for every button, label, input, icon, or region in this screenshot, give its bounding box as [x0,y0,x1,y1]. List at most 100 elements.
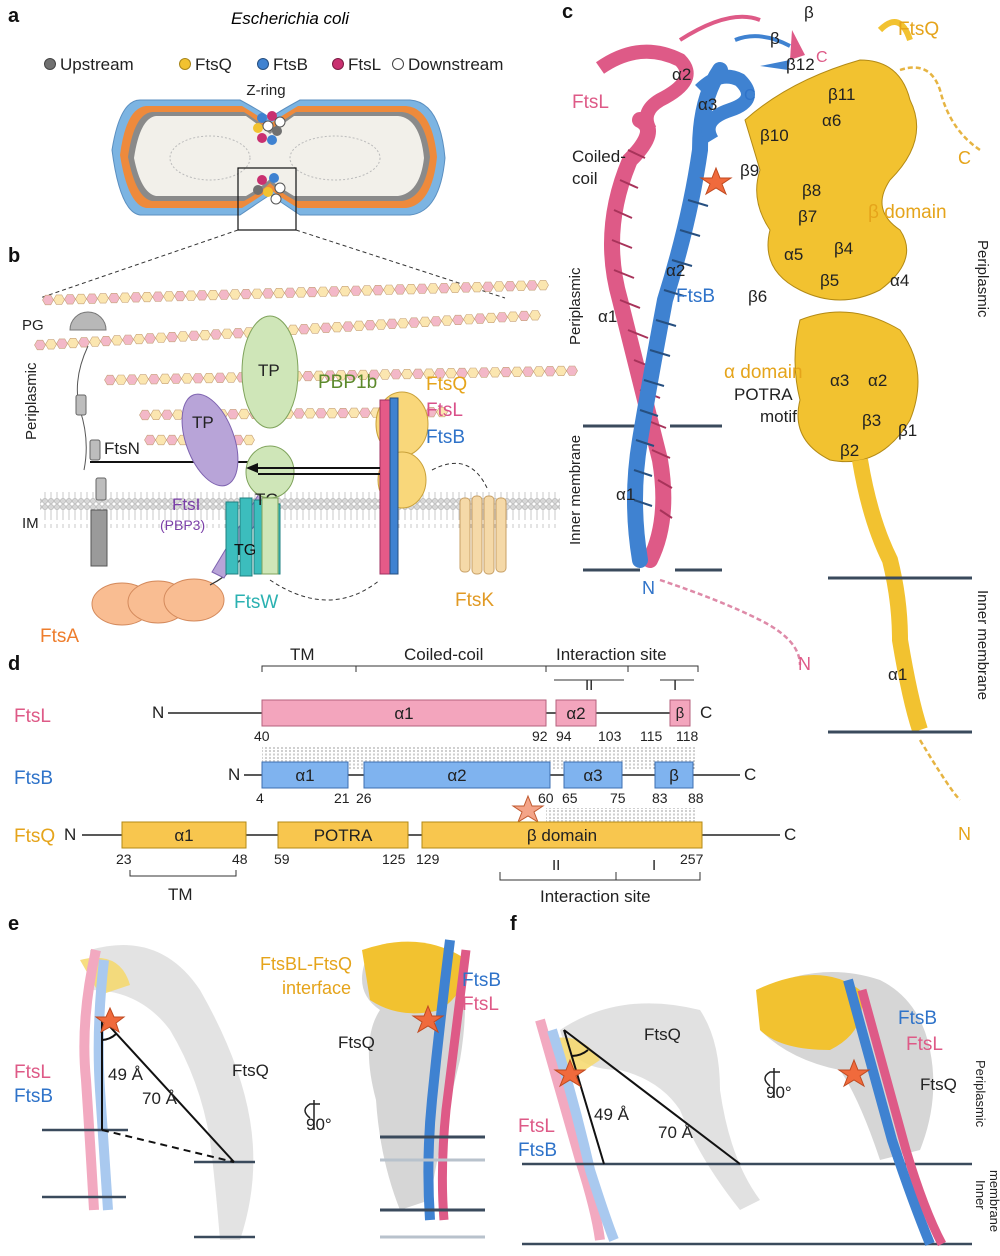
pg-hexagon [555,365,567,377]
ftsq-potra-box [277,821,409,849]
label-ftsq-a1: α1 [888,665,907,684]
membrane-label-f: membrane [987,1170,1000,1232]
ftsk: FtsK [455,495,507,611]
interface-label-2: interface [282,978,351,998]
ftsb-n: N [228,765,240,784]
pg-hexagon [221,328,233,339]
ftsl-helix [595,14,805,666]
pg-hexagon [196,290,208,301]
motif-label: motif [760,407,797,426]
pg-hexagon [130,292,142,303]
ftsl-a1-box [261,699,547,727]
pg-hexagon [335,370,347,381]
pg-hexagon [383,284,395,295]
pg-hexagon [526,280,538,291]
rotation-label-f: 90° [766,1083,792,1102]
beta-domain-label: β domain [868,202,947,223]
periplasmic-label-c: Periplasmic [567,267,584,345]
pg-hexagon [445,368,457,379]
label-b3: β3 [862,411,881,430]
legend-label-ftsb: FtsB [273,55,308,74]
pg-hexagon [293,408,305,419]
ftsb-beta-label: β [669,766,679,785]
ftsb-num-75: 75 [610,790,626,806]
pg-hexagon [438,283,450,294]
pg-hexagon [353,320,365,331]
dist-49-f: 49 Å [594,1105,630,1124]
n-term-ftsl: N [798,654,811,674]
ftsw-tg-label: TG [234,542,256,559]
interface-label-1: FtsBL-FtsQ [260,954,352,974]
ftsl-ribbon-e2 [437,949,471,1221]
ftsb-ribbon-f1 [547,1028,619,1242]
tm-label-bottom: TM [168,885,193,904]
label-b10: β10 [760,126,789,145]
pg-hexagon [152,291,164,302]
ftsq-label-f: FtsQ [644,1025,681,1044]
pg-hexagon [192,373,204,384]
legend-dot-upstream [44,58,56,70]
pg-hexagon [306,286,318,298]
pg-hexagon [436,406,448,418]
ftsq-num-129: 129 [416,851,440,867]
pg-hexagon [456,367,468,379]
pg-hexagon [357,369,369,381]
pg-hexagon [337,407,349,419]
pg-hexagon [364,320,376,331]
pg-hexagon [185,290,197,301]
ftsl-label-f: FtsL [518,1116,555,1137]
pg-hexagon [119,292,131,303]
ftsb-ribbon-e2 [423,939,455,1221]
ftsl-beta-label: β [676,705,685,722]
pg-hexagon [174,290,186,302]
pg-hexagon [485,312,497,324]
panel-f: f FtsQ FtsL FtsB 49 Å 70 Å 90° FtsB FtsL… [510,913,1000,1247]
pg-hexagon [507,311,519,322]
pg-hexagon [504,281,516,292]
pg-hexagon [463,314,475,325]
pg-hexagon [533,366,545,377]
rotation-label-e: 90° [306,1115,332,1134]
ftsqlb-complex: FtsQ FtsL FtsB [246,374,467,575]
pg-hexagon [320,322,332,333]
ftsl-ribbon-f2 [857,988,946,1247]
pg-hexagon [515,280,527,291]
pg-hexagon [359,407,371,418]
ftsi-tp-label: TP [192,413,214,432]
pg-hexagon [284,287,296,298]
peptidoglycan-strands [34,280,578,446]
pg-hexagon [467,367,479,378]
ftsl-a2-box [555,699,597,727]
pg-hexagon [348,407,360,419]
ftsl-a1-label: α1 [394,704,413,723]
species-title: Escherichia coli [231,9,350,28]
pg-hexagon [339,285,351,297]
pg-hexagon [394,284,406,295]
ftsb-label-f2: FtsB [898,1008,937,1029]
pg-hexagon [474,313,486,324]
label-b9: β9 [740,161,759,180]
coiled-label-2: coil [572,169,598,188]
interaction-site-label-top: Interaction site [556,645,667,664]
label-ftsb-a3: α3 [698,95,717,114]
c-term-ftsq: C [958,148,971,168]
distance-triangle-e [101,1017,235,1163]
ftsl-num-40: 40 [254,728,270,744]
panel-d: d TM Coiled-coil Interaction site II I F… [8,645,796,906]
ftsq-beta-box [421,821,703,849]
panel-a: a Escherichia coli Upstream FtsQ FtsB Ft… [8,5,506,299]
ftsl-a2-label: α2 [566,704,585,723]
pg-hexagon [229,289,241,300]
pg-hexagon [434,368,446,379]
pg-hexagon [67,337,79,349]
pg-hexagon [97,293,109,304]
legend-dot-ftsb [257,58,269,70]
ftsb-num-60: 60 [538,790,554,806]
dist-49-e: 49 Å [108,1065,144,1084]
domain-brackets-top [261,665,699,672]
ftsq-label-e2: FtsQ [338,1033,375,1052]
pg-hexagon [203,372,215,384]
nucleoid-right [289,135,381,181]
pg-hexagon [518,310,530,322]
ftsn-label: FtsN [104,439,140,458]
